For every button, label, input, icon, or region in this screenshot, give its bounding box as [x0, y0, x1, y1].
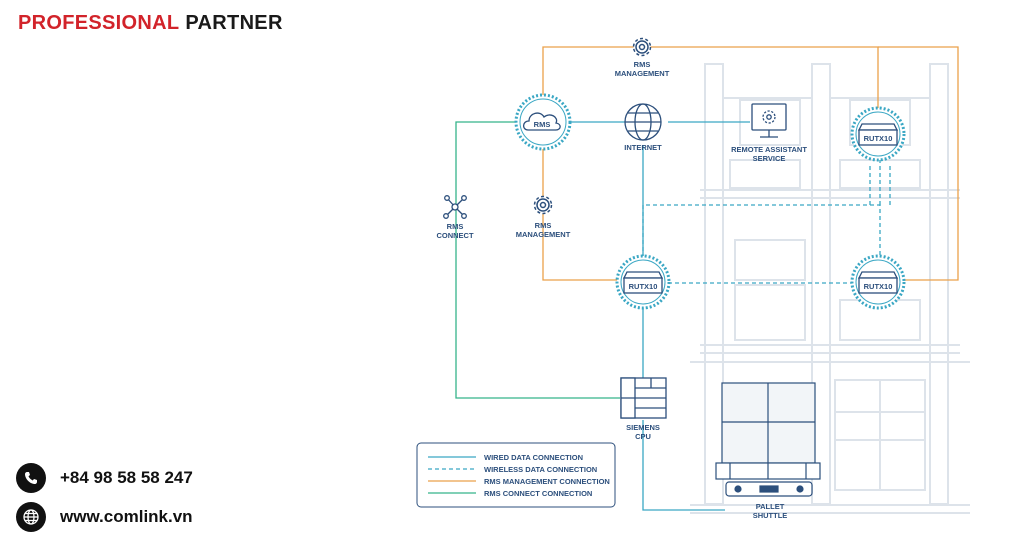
rutx10-top-node[interactable]: RUTX10	[850, 106, 906, 162]
router-icon	[622, 271, 664, 294]
pallet-shuttle-graphic	[715, 382, 821, 497]
rutx10-right-node[interactable]: RUTX10	[850, 254, 906, 310]
network-hub-icon	[443, 195, 467, 219]
contact-website[interactable]: www.comlink.vn	[16, 502, 193, 532]
globe-icon	[624, 103, 662, 141]
plc-icon	[620, 377, 667, 419]
legend-label-wired: WIRED DATA CONNECTION	[484, 453, 583, 462]
legend-label-connect: RMS CONNECT CONNECTION	[484, 489, 592, 498]
rutx10-top-label: RUTX10	[864, 134, 893, 143]
cloud-icon	[522, 112, 561, 131]
gear-icon	[533, 195, 553, 215]
legend: WIRED DATA CONNECTION WIRELESS DATA CONN…	[416, 442, 616, 508]
legend-label-management: RMS MANAGEMENT CONNECTION	[484, 477, 610, 486]
internet-node[interactable]: INTERNET	[624, 103, 662, 152]
legend-label-wireless: WIRELESS DATA CONNECTION	[484, 465, 597, 474]
headline-professional: PROFESSIONAL	[18, 12, 180, 34]
phone-icon	[16, 463, 46, 493]
router-icon	[857, 123, 899, 146]
rutx10-right-label: RUTX10	[864, 282, 893, 291]
rms-label: RMS	[534, 120, 551, 129]
gear-icon	[632, 37, 652, 57]
contact-phone[interactable]: +84 98 58 58 247	[16, 463, 193, 493]
connection-lines	[455, 46, 959, 511]
rms-node[interactable]: RMS	[514, 93, 572, 151]
headline-partner: PARTNER	[185, 12, 283, 34]
router-icon	[857, 271, 899, 294]
monitor-icon	[751, 103, 787, 138]
website-url: www.comlink.vn	[60, 507, 193, 526]
rutx10-left-label: RUTX10	[629, 282, 658, 291]
rutx10-left-node[interactable]: RUTX10	[615, 254, 671, 310]
globe-icon	[16, 502, 46, 532]
phone-number: +84 98 58 58 247	[60, 468, 193, 487]
internet-label: INTERNET	[624, 143, 662, 152]
